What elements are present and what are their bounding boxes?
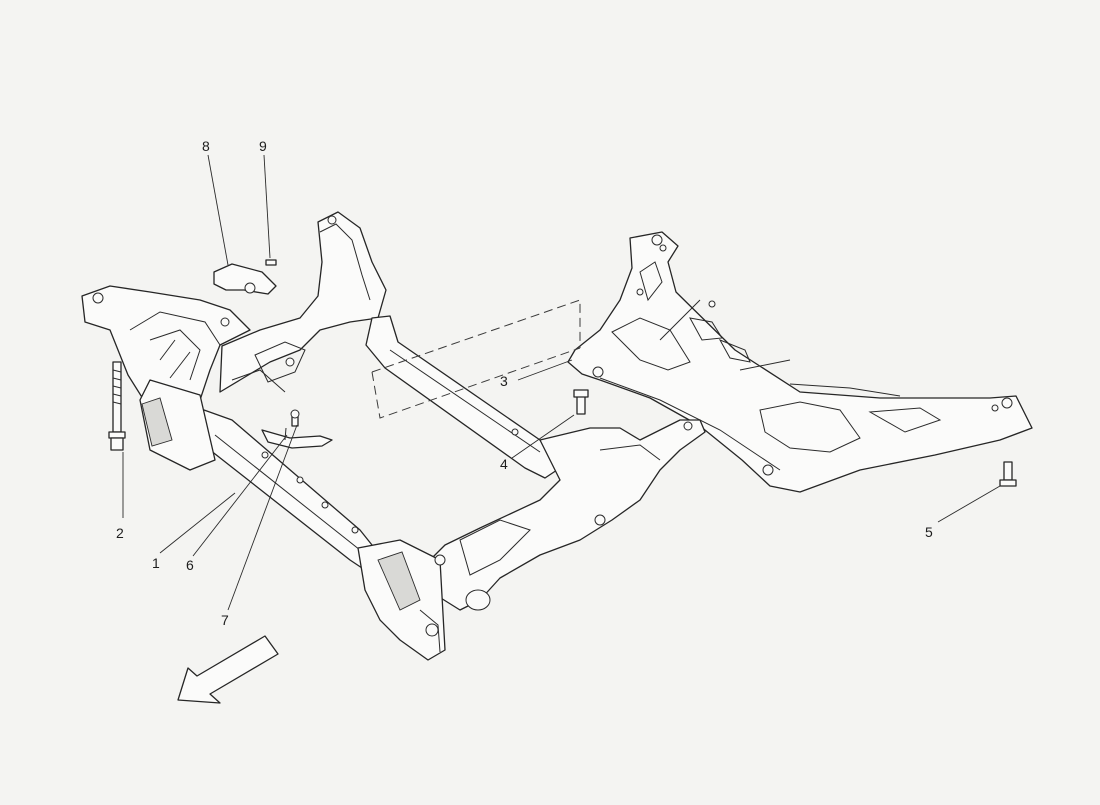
bolt-part-2 bbox=[108, 361, 126, 451]
callout-7: 7 bbox=[221, 612, 229, 628]
bolt-part-4 bbox=[573, 389, 589, 415]
callout-3: 3 bbox=[500, 373, 508, 389]
subframe-front-rail bbox=[139, 379, 381, 571]
subframe-rear-crossmember bbox=[219, 211, 387, 393]
callout-6: 6 bbox=[186, 557, 194, 573]
clip-part-8 bbox=[213, 263, 277, 295]
arrow-down-left-icon bbox=[177, 635, 279, 704]
bracket-part-6 bbox=[261, 427, 333, 449]
screw-part-7 bbox=[290, 409, 300, 427]
callout-1: 1 bbox=[152, 555, 160, 571]
subframe-left-arm bbox=[81, 285, 251, 431]
callout-labels: 1 2 3 4 5 6 7 8 9 bbox=[116, 138, 933, 628]
callout-8: 8 bbox=[202, 138, 210, 154]
callout-5: 5 bbox=[925, 524, 933, 540]
screw-part-9 bbox=[265, 259, 277, 266]
leader-lines bbox=[122, 154, 1001, 611]
callout-4: 4 bbox=[500, 456, 508, 472]
callout-9: 9 bbox=[259, 138, 267, 154]
mounting-indicator-lower bbox=[371, 347, 581, 419]
mounting-indicator-upper bbox=[371, 299, 581, 373]
subframe-center-rail bbox=[365, 315, 571, 479]
bolt-part-5 bbox=[999, 461, 1017, 487]
rear-reinforcement-plate bbox=[567, 231, 1033, 493]
subframe-front-node bbox=[357, 419, 706, 661]
callout-2: 2 bbox=[116, 525, 124, 541]
